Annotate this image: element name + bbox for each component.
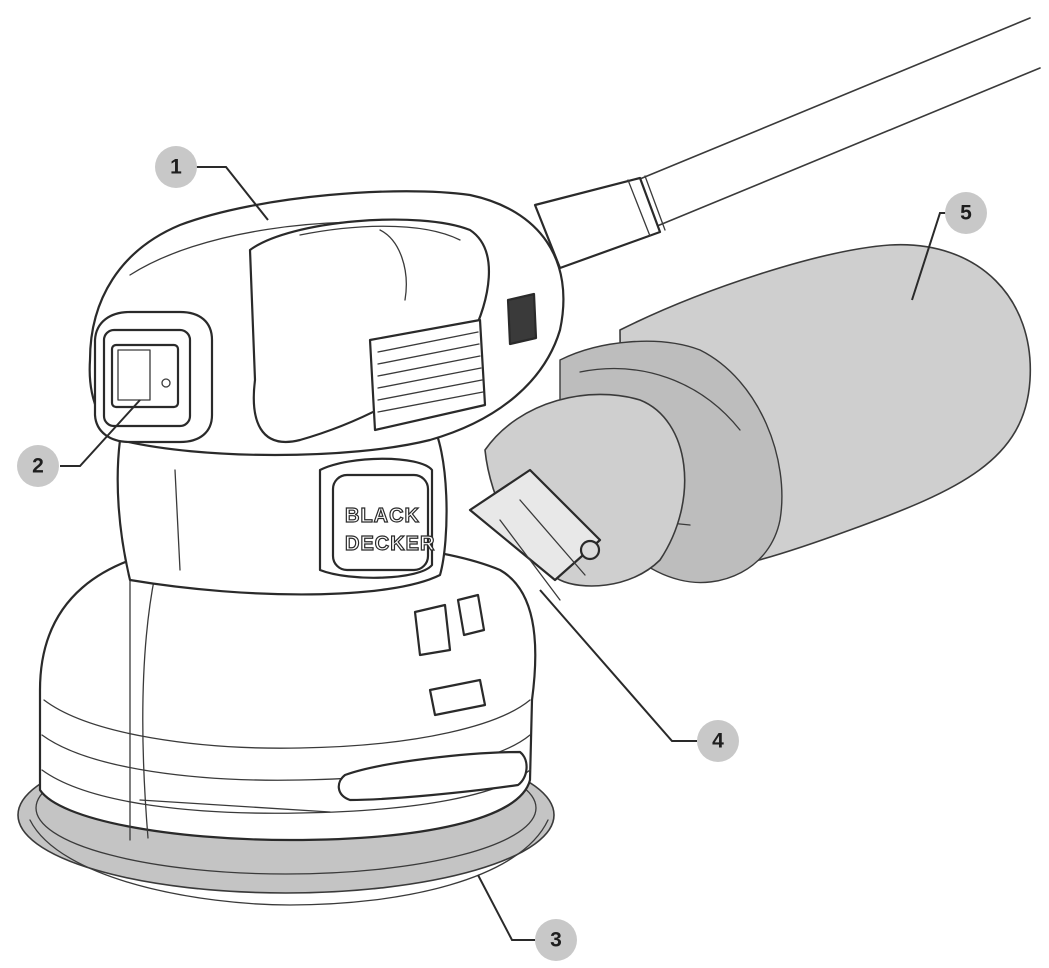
brand-badge: BLACK DECKER <box>331 473 435 572</box>
dust-port <box>468 393 686 601</box>
callout-2-label: 2 <box>32 455 44 478</box>
power-switch <box>93 310 214 444</box>
brand-line-1: BLACK <box>345 505 420 527</box>
callout-5: 5 <box>945 192 987 234</box>
motor-vent-slots <box>377 331 484 413</box>
brand-line-2: DECKER <box>345 533 435 555</box>
callout-1-label: 1 <box>170 156 182 179</box>
callout-1: 1 <box>155 146 197 188</box>
power-cord <box>533 17 1041 270</box>
callout-3: 3 <box>535 919 577 961</box>
callout-leaders <box>60 166 946 941</box>
callout-5-label: 5 <box>960 202 972 225</box>
callout-2: 2 <box>17 445 59 487</box>
callout-3-label: 3 <box>550 929 562 952</box>
callout-4: 4 <box>697 720 739 762</box>
callout-4-label: 4 <box>712 730 724 753</box>
base-housing <box>38 540 537 842</box>
